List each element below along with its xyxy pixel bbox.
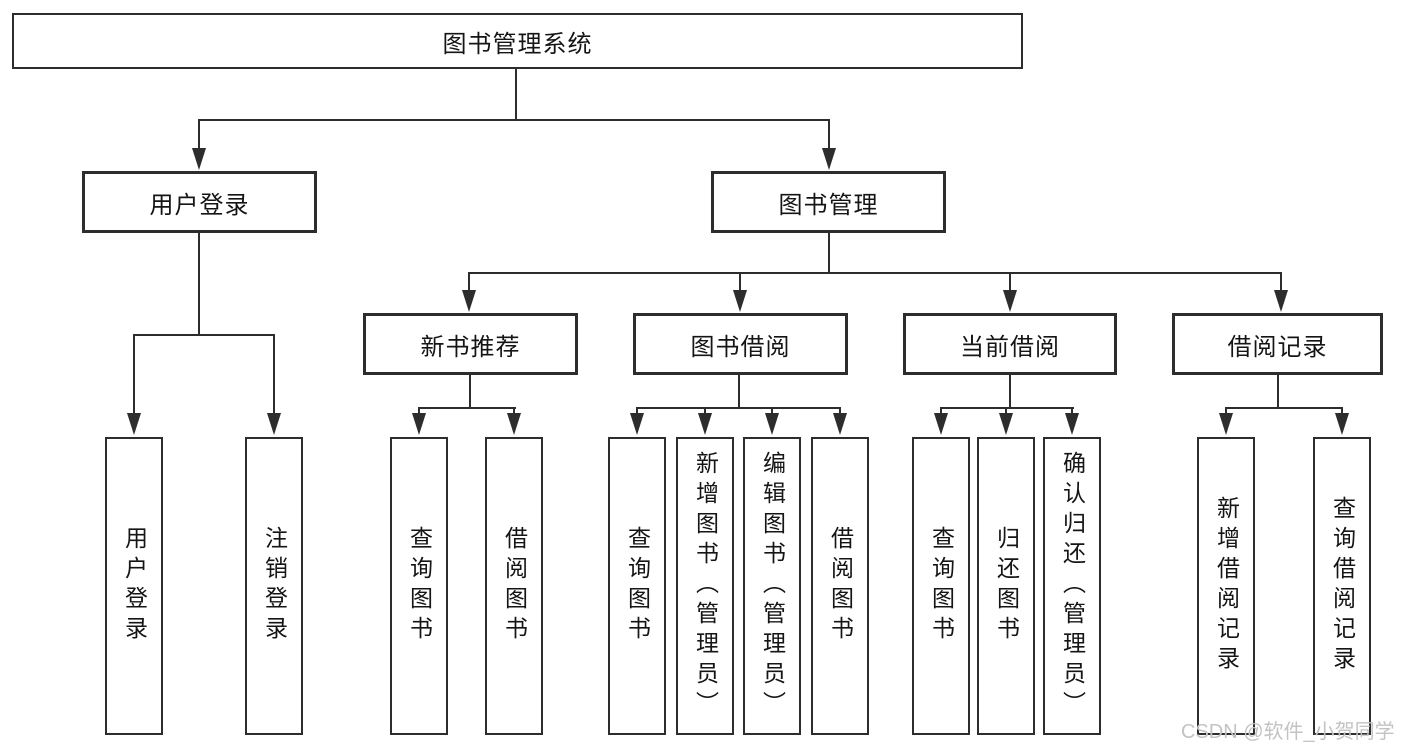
leaf-user-login: 用户登录 bbox=[105, 437, 163, 735]
node-new-book-recommend: 新书推荐 bbox=[363, 313, 578, 375]
connector-stub-current-borrowing bbox=[1009, 272, 1011, 292]
arrow-to-book-management bbox=[822, 148, 836, 170]
node-book-borrowing: 图书借阅 bbox=[633, 313, 848, 375]
connector-records-stem bbox=[1277, 375, 1279, 408]
connector-stub-add-record bbox=[1225, 407, 1227, 416]
leaf-query-books-recommend: 查询图书 bbox=[390, 437, 448, 735]
connector-new-book-stem bbox=[469, 375, 471, 408]
arrow-to-borrow-recommend bbox=[507, 413, 521, 435]
node-borrowing-records: 借阅记录 bbox=[1172, 313, 1383, 375]
arrow-to-query-current bbox=[934, 413, 948, 435]
connector-stub-borrow-recommend bbox=[513, 407, 515, 416]
node-current-borrowing: 当前借阅 bbox=[903, 313, 1117, 375]
leaf-add-book-admin: 新增图书（管理员） bbox=[676, 437, 734, 735]
connector-book-mgmt-stem bbox=[828, 233, 830, 274]
connector-records-bus bbox=[1225, 407, 1343, 409]
arrow-to-current-borrowing bbox=[1003, 290, 1017, 312]
arrow-to-user-login bbox=[192, 148, 206, 170]
connector-stub-query-recommend bbox=[418, 407, 420, 416]
node-user-login: 用户登录 bbox=[82, 171, 317, 233]
leaf-query-books-current: 查询图书 bbox=[912, 437, 970, 735]
connector-level2-bus bbox=[198, 119, 830, 121]
leaf-confirm-return-admin: 确认归还（管理员） bbox=[1043, 437, 1101, 735]
connector-current-bus bbox=[940, 407, 1074, 409]
arrow-to-query-borrowing bbox=[630, 413, 644, 435]
connector-root-stem bbox=[515, 69, 517, 121]
arrow-to-add-record bbox=[1219, 413, 1233, 435]
connector-stub-add-book bbox=[704, 407, 706, 416]
connector-user-login-stem bbox=[198, 233, 200, 336]
arrow-to-add-book bbox=[698, 413, 712, 435]
connector-stub-query-record bbox=[1341, 407, 1343, 416]
watermark: CSDN @软件_小贺同学 bbox=[1181, 721, 1395, 743]
connector-user-login-bus bbox=[133, 334, 275, 336]
leaf-borrow-books-borrowing: 借阅图书 bbox=[811, 437, 869, 735]
connector-stub-return-book bbox=[1005, 407, 1007, 416]
leaf-edit-book-admin: 编辑图书（管理员） bbox=[743, 437, 801, 735]
connector-stub-borrowing-records bbox=[1280, 272, 1282, 292]
connector-stub-confirm-return bbox=[1071, 407, 1073, 416]
arrow-to-confirm-return bbox=[1065, 413, 1079, 435]
arrow-to-leaf-logout bbox=[267, 413, 281, 435]
arrow-to-return-book bbox=[999, 413, 1013, 435]
arrow-to-query-recommend bbox=[412, 413, 426, 435]
connector-stub-book-management bbox=[828, 119, 830, 150]
connector-stub-user-login bbox=[198, 119, 200, 150]
connector-stub-leaf-user-login bbox=[133, 334, 135, 416]
leaf-return-book: 归还图书 bbox=[977, 437, 1035, 735]
connector-stub-edit-book bbox=[771, 407, 773, 416]
connector-level3-bus bbox=[468, 272, 1282, 274]
connector-current-stem bbox=[1009, 375, 1011, 408]
connector-stub-new-book bbox=[468, 272, 470, 292]
arrow-to-book-borrowing bbox=[733, 290, 747, 312]
connector-stub-borrow-book bbox=[839, 407, 841, 416]
arrow-to-borrowing-records bbox=[1274, 290, 1288, 312]
connector-stub-leaf-logout bbox=[273, 334, 275, 416]
connector-borrowing-stem bbox=[738, 375, 740, 408]
leaf-logout: 注销登录 bbox=[245, 437, 303, 735]
node-library-management-system: 图书管理系统 bbox=[12, 13, 1023, 69]
connector-borrowing-bus bbox=[636, 407, 841, 409]
arrow-to-leaf-user-login bbox=[127, 413, 141, 435]
connector-stub-query-borrowing bbox=[636, 407, 638, 416]
connector-stub-query-current bbox=[940, 407, 942, 416]
connector-stub-book-borrowing bbox=[739, 272, 741, 292]
node-book-management: 图书管理 bbox=[711, 171, 946, 233]
arrow-to-query-record bbox=[1335, 413, 1349, 435]
arrow-to-borrow-book bbox=[833, 413, 847, 435]
arrow-to-edit-book bbox=[765, 413, 779, 435]
leaf-query-borrow-record: 查询借阅记录 bbox=[1313, 437, 1371, 735]
leaf-query-books-borrowing: 查询图书 bbox=[608, 437, 666, 735]
arrow-to-new-book-recommend bbox=[462, 290, 476, 312]
leaf-borrow-books-recommend: 借阅图书 bbox=[485, 437, 543, 735]
connector-new-book-bus bbox=[418, 407, 516, 409]
leaf-add-borrow-record: 新增借阅记录 bbox=[1197, 437, 1255, 735]
